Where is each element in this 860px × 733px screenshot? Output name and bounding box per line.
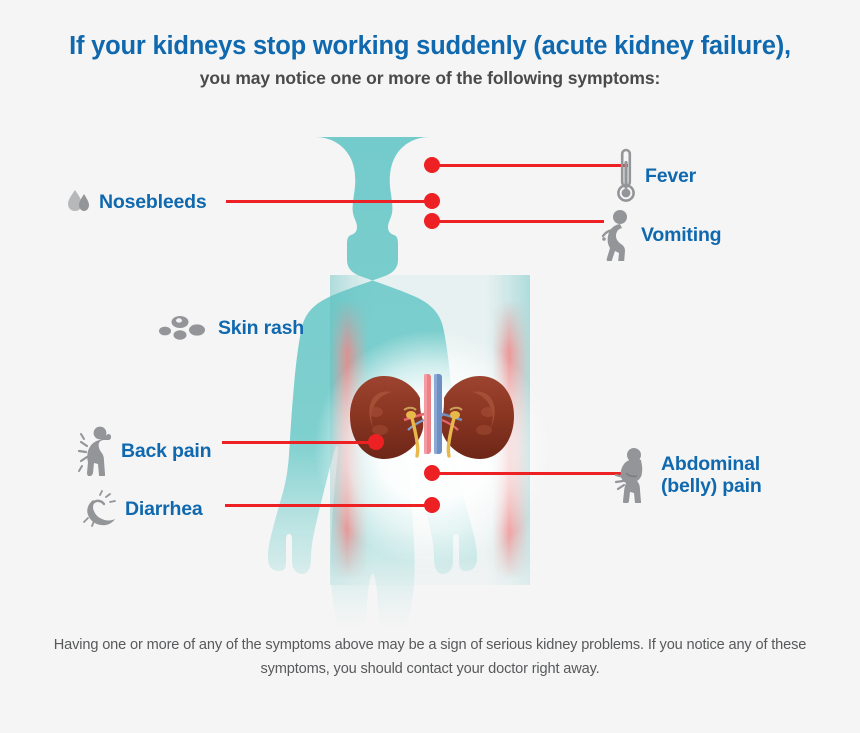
marker-dot-vomiting bbox=[424, 213, 440, 229]
rash-spots-icon bbox=[155, 313, 211, 343]
connector-line-nosebleeds bbox=[226, 200, 432, 203]
symptom-label-diarrhea-text: Diarrhea bbox=[125, 497, 203, 520]
thermometer-icon bbox=[614, 147, 638, 205]
abdominal-line-1: Abdominal bbox=[661, 452, 760, 475]
connector-line-fever bbox=[432, 164, 628, 167]
symptom-label-fever-text: Fever bbox=[645, 164, 697, 187]
footer-note: Having one or more of any of the symptom… bbox=[53, 637, 807, 677]
symptom-label-back-pain-text: Back pain bbox=[121, 439, 212, 462]
connector-line-vomiting bbox=[432, 220, 604, 223]
symptom-label-abdominal-pain-text: Abdominal (belly) pain bbox=[661, 453, 762, 497]
connector-line-abdominal bbox=[432, 472, 624, 475]
symptom-label-fever[interactable]: Fever bbox=[614, 147, 696, 205]
connector-line-back-pain bbox=[222, 441, 376, 444]
blood-drops-icon bbox=[66, 187, 92, 217]
symptom-label-vomiting[interactable]: Vomiting bbox=[600, 209, 722, 261]
symptom-label-nosebleeds[interactable]: Nosebleeds bbox=[66, 187, 207, 217]
connector-line-diarrhea bbox=[225, 504, 433, 507]
marker-dot-back-pain bbox=[368, 434, 384, 450]
marker-dot-abdominal bbox=[424, 465, 440, 481]
vomiting-person-icon bbox=[600, 209, 634, 261]
symptom-label-back-pain[interactable]: Back pain bbox=[76, 426, 212, 476]
symptom-label-nosebleeds-text: Nosebleeds bbox=[99, 190, 207, 213]
symptom-label-skin-rash[interactable]: Skin rash bbox=[155, 313, 304, 343]
page-subtitle: you may notice one or more of the follow… bbox=[199, 68, 661, 89]
symptom-label-vomiting-text: Vomiting bbox=[641, 223, 722, 246]
symptom-label-skin-rash-text: Skin rash bbox=[218, 316, 304, 339]
header: If your kidneys stop working suddenly (a… bbox=[0, 32, 860, 89]
symptom-label-diarrhea[interactable]: Diarrhea bbox=[80, 490, 203, 528]
abdominal-line-2: (belly) pain bbox=[661, 475, 762, 497]
marker-dot-diarrhea bbox=[424, 497, 440, 513]
abdominal-pain-person-icon bbox=[614, 447, 654, 503]
back-pain-person-icon bbox=[76, 426, 114, 476]
symptom-label-abdominal-pain[interactable]: Abdominal (belly) pain bbox=[614, 447, 762, 503]
marker-dot-fever bbox=[424, 157, 440, 173]
stomach-icon bbox=[80, 490, 118, 528]
marker-dot-nosebleeds bbox=[424, 193, 440, 209]
page-title: If your kidneys stop working suddenly (a… bbox=[69, 32, 791, 60]
